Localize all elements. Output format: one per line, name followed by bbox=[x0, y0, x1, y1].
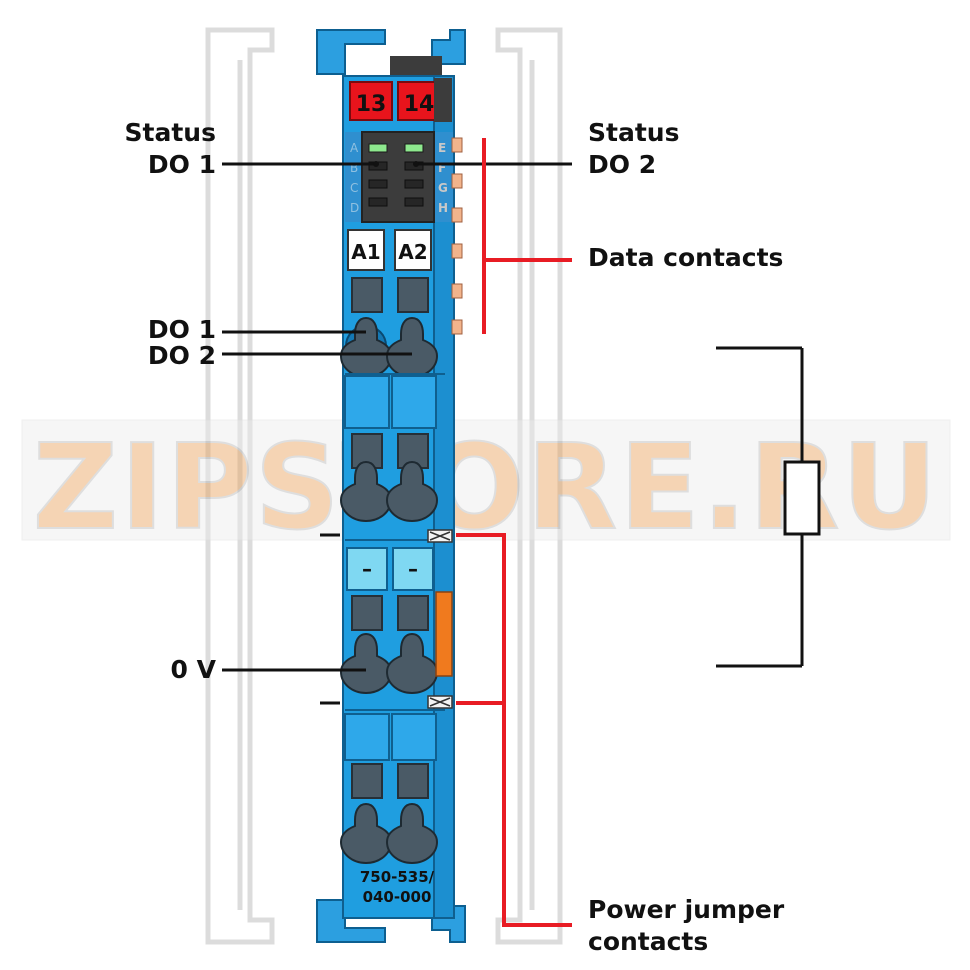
label-status-do2-line1: Status bbox=[588, 118, 679, 147]
label-do2: DO 2 bbox=[148, 341, 216, 370]
svg-text:E: E bbox=[438, 141, 446, 155]
svg-text:A1: A1 bbox=[351, 240, 380, 264]
clamp-section-2 bbox=[339, 375, 439, 522]
svg-text:040-000: 040-000 bbox=[363, 888, 432, 906]
svg-text:B: B bbox=[350, 161, 358, 175]
terminal-14: 14 bbox=[397, 81, 441, 121]
terminal-minus-right: – bbox=[392, 547, 434, 591]
led-panel: A B C D E F G H bbox=[345, 131, 453, 223]
terminal-13: 13 bbox=[349, 81, 393, 121]
top-cap bbox=[390, 56, 442, 78]
clamp-section-4 bbox=[339, 713, 439, 864]
svg-text:G: G bbox=[438, 181, 448, 195]
terminal-a1: A1 bbox=[347, 229, 385, 271]
din-clip-top bbox=[316, 29, 466, 75]
svg-text:13: 13 bbox=[356, 92, 387, 117]
svg-text:D: D bbox=[350, 201, 359, 215]
label-do1: DO 1 bbox=[148, 315, 216, 344]
terminal-minus-left: – bbox=[346, 547, 388, 591]
svg-text:F: F bbox=[438, 161, 446, 175]
power-jumper-contact-bottom bbox=[427, 695, 453, 709]
label-data-contacts: Data contacts bbox=[588, 243, 783, 272]
power-jumper-bracket bbox=[456, 533, 572, 927]
svg-text:14: 14 bbox=[404, 92, 435, 117]
label-power-jumper-line2: contacts bbox=[588, 927, 708, 956]
svg-text:H: H bbox=[438, 201, 448, 215]
clamp-section-3: – – bbox=[339, 547, 439, 694]
part-number: 750-535/ 040-000 bbox=[360, 868, 435, 906]
svg-text:–: – bbox=[362, 557, 372, 581]
label-status-do2-line2: DO 2 bbox=[588, 150, 656, 179]
top-cap-side bbox=[434, 78, 452, 122]
power-jumper-bar bbox=[435, 591, 453, 677]
label-status-do1-line1: Status bbox=[125, 118, 216, 147]
svg-text:C: C bbox=[350, 181, 358, 195]
svg-text:A2: A2 bbox=[398, 240, 427, 264]
label-zero-v: 0 V bbox=[171, 655, 217, 684]
ghost-rail-right bbox=[495, 27, 563, 945]
label-power-jumper-line1: Power jumper bbox=[588, 895, 785, 924]
status-led-do2 bbox=[404, 143, 424, 153]
label-status-do1-line2: DO 1 bbox=[148, 150, 216, 179]
svg-text:–: – bbox=[408, 557, 418, 581]
data-contacts-bracket bbox=[482, 138, 572, 334]
callout-lines bbox=[222, 162, 572, 672]
power-jumper-contact-top bbox=[427, 529, 453, 543]
svg-text:A: A bbox=[350, 141, 359, 155]
terminal-a2: A2 bbox=[394, 229, 432, 271]
svg-text:750-535/: 750-535/ bbox=[360, 868, 435, 886]
status-led-do1 bbox=[368, 143, 388, 153]
load-resistor-symbol bbox=[716, 346, 821, 668]
ghost-rail-left bbox=[205, 27, 275, 945]
data-contact-pads bbox=[451, 137, 463, 335]
